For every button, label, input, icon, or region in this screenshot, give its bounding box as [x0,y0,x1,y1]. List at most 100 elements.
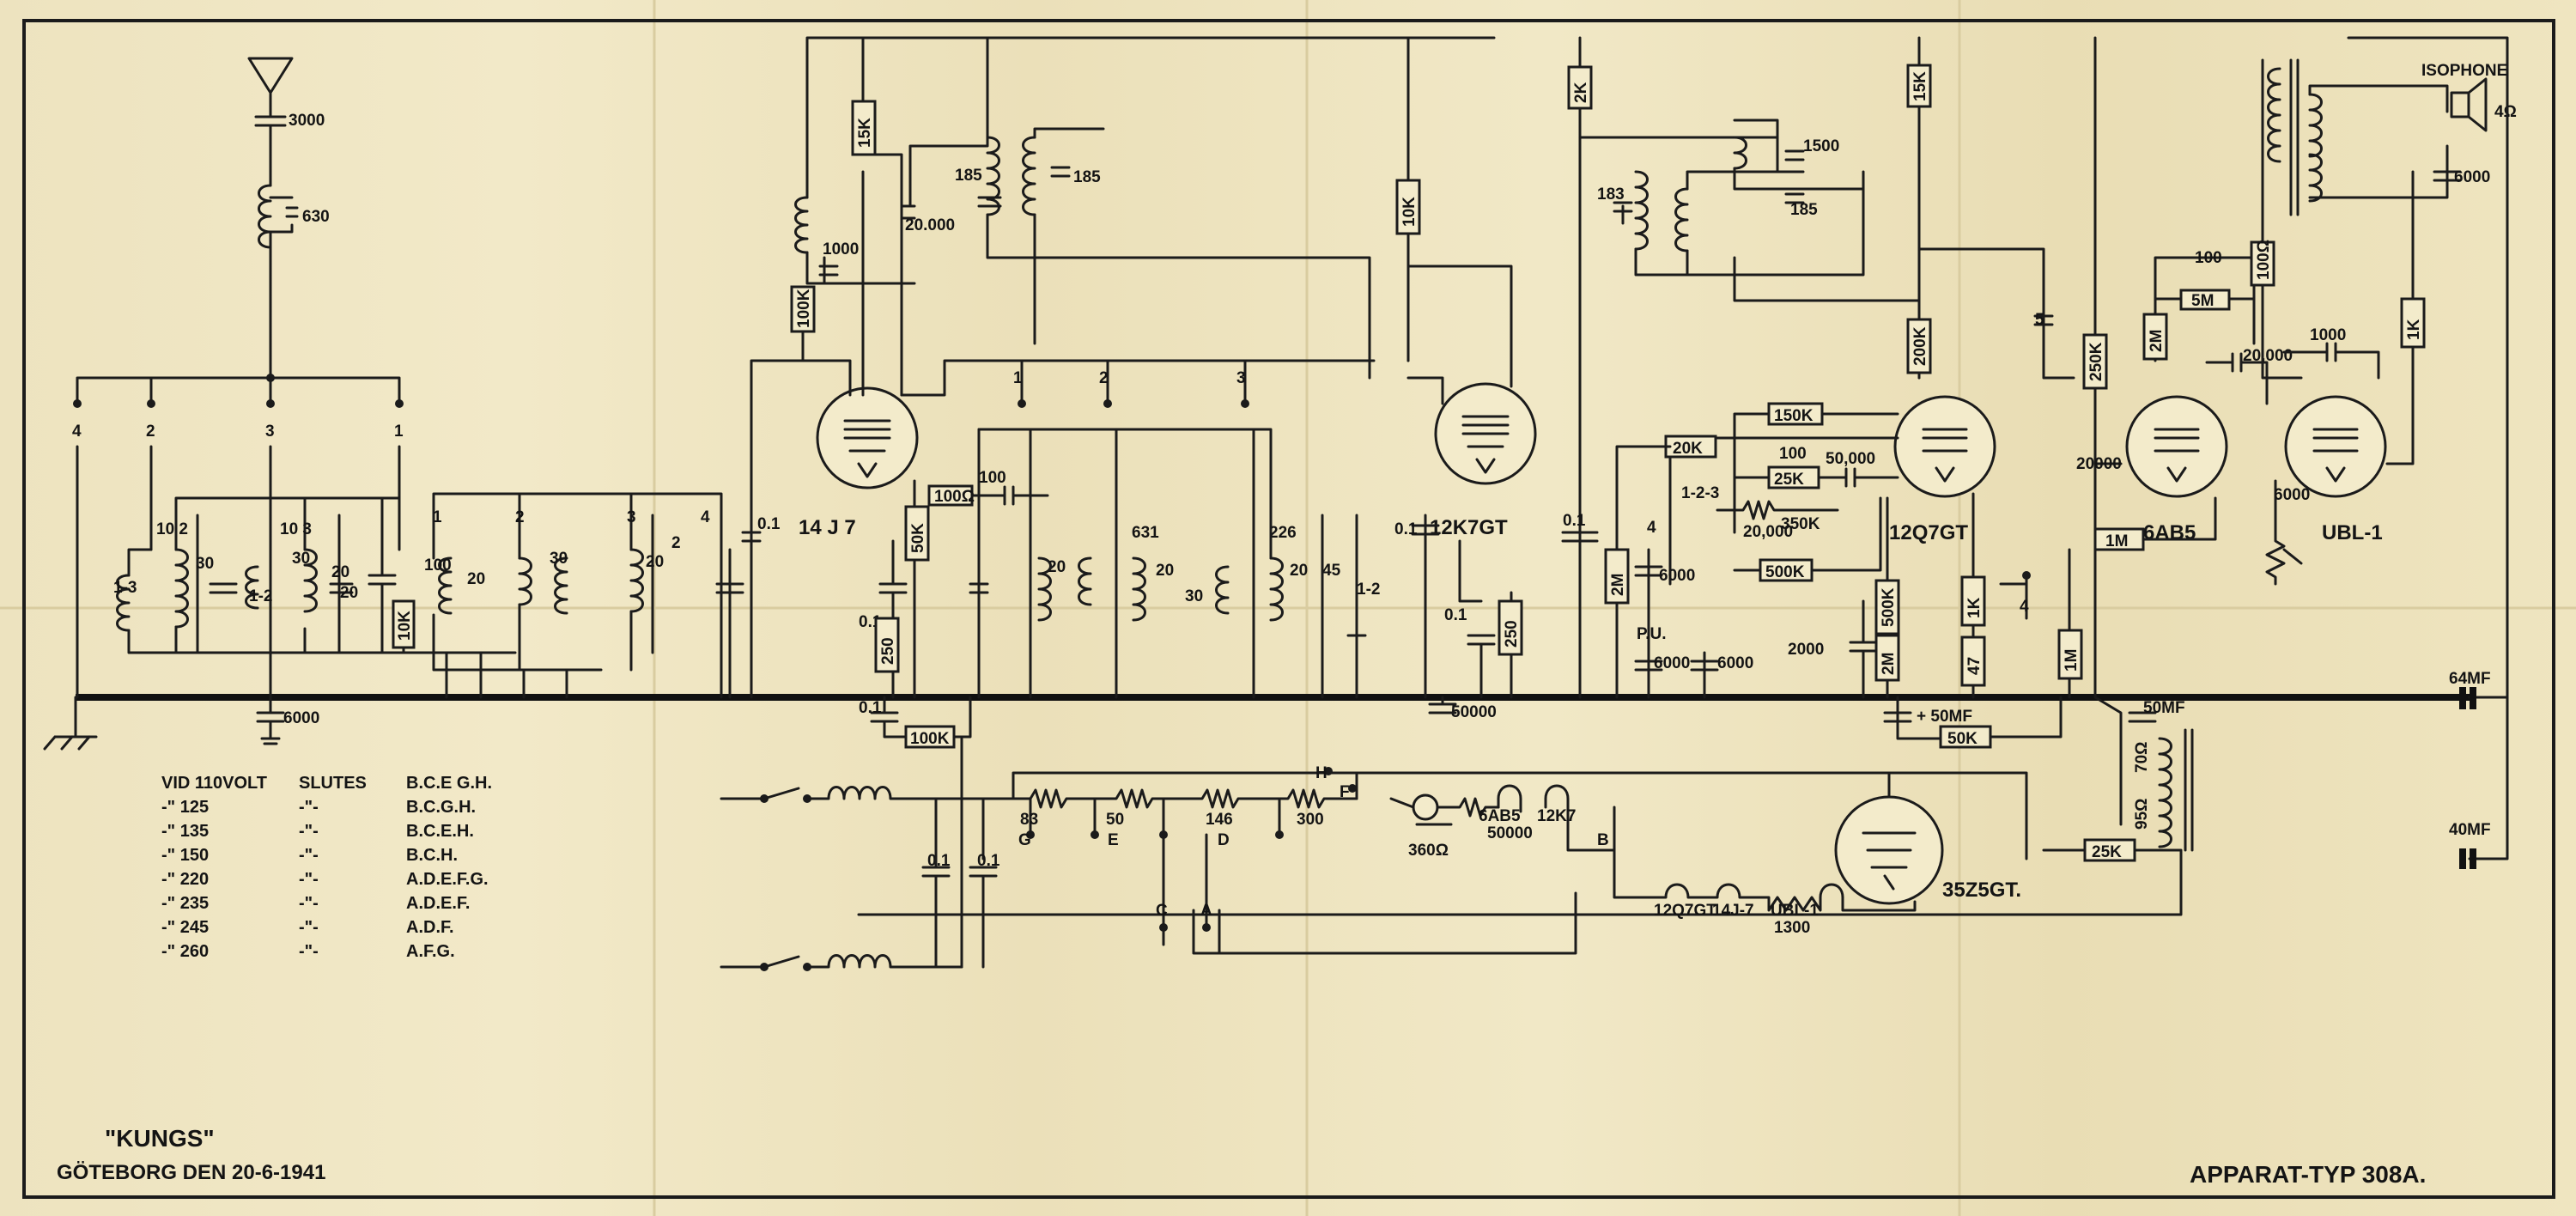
cap-1000-b-label: 1000 [2310,326,2346,344]
tap-F-label: F [1340,783,1350,801]
dropper-300-label: 300 [1297,811,1324,829]
tap-B-label: B [1597,831,1609,849]
cap-6000-e-label: 6000 [2454,168,2490,186]
cap-20000-b-label: 20,000 [1743,523,1793,541]
mains-switch-bottom [720,954,963,969]
svg-text:25K: 25K [2092,843,2122,861]
mains-switch-top [720,786,963,800]
cap-185-a-label: 185 [955,167,982,185]
svg-text:2M: 2M [1880,653,1898,675]
svg-text:2K: 2K [1572,82,1590,103]
heater-1300-label: 1300 [1774,919,1810,937]
tube-6ab5 [2125,395,2228,498]
cap-50mf-b-label: 50MF [2143,699,2185,717]
tube-12q7gt [1893,395,1996,498]
resistor-15k-a [851,100,877,156]
filter-choke [2158,728,2194,852]
svg-text:1M: 1M [2063,649,2081,672]
svg-text:4: 4 [701,508,710,526]
svg-text:5M: 5M [2191,292,2214,310]
svg-text:2M: 2M [1609,574,1627,596]
cap-0.1-c-label: 0.1 [859,699,882,717]
frame [22,19,2555,1199]
cap-1500-label: 1500 [1803,137,1839,155]
coil-45-label: 45 [1322,562,1341,580]
svg-text:2: 2 [515,508,525,526]
tube-12q7gt-label: 12Q7GT [1889,521,1968,544]
resistor-250-a [874,617,900,673]
svg-text:50K: 50K [1947,730,1978,748]
cap-185-b-label: 185 [1073,168,1101,186]
cap-64mf-label: 64MF [2449,670,2491,688]
heater-14j7-label: 14J-7 [1712,902,1754,920]
table-row: -" 150-"-B.C.H. [161,846,458,865]
heater-12k7-label: 12K7 [1537,807,1576,825]
cap-185-c-label: 185 [1790,201,1818,219]
svg-text:47: 47 [1965,657,1984,675]
dropper-83-label: 83 [1020,811,1038,829]
svg-text:500K: 500K [1880,587,1898,627]
tube-6ab5-label: 6AB5 [2143,521,2196,544]
svg-text:1M: 1M [2105,532,2128,550]
dropper-50-label: 50 [1106,811,1124,829]
dropper-146-label: 146 [1206,811,1233,829]
cap-183-label: 183 [1597,185,1625,204]
if-transformer-1 [977,127,1371,380]
output-transformer [2267,58,2462,216]
svg-text:3: 3 [1236,369,1246,387]
antenna-coil-icon [258,184,272,249]
svg-text:100K: 100K [910,730,950,748]
cap-20000-c-label: 20,000 [2243,347,2293,365]
cap-6000-f-label: 6000 [2274,486,2310,504]
svg-text:1: 1 [433,508,442,526]
table-header-taps: B.C.E G.H. [406,774,493,793]
pilot-lamp-icon [1412,793,1439,821]
table-row: -" 245-"-A.D.F. [161,918,454,937]
switch-2-label: 2 [146,423,155,441]
svg-text:1K: 1K [2405,319,2423,340]
switch-1-label: 1 [394,423,404,441]
cap-100-a-label: 100 [979,469,1006,487]
heater-12q7gt-label: 12Q7GT [1654,902,1716,920]
choke-95-label: 95Ω [2133,799,2151,830]
coil-226-label: 226 [1269,524,1297,542]
coil-10-2-label: 10 2 [156,520,188,538]
coil-30-d-label: 30 [1185,587,1203,605]
choke-70-label: 70Ω [2133,742,2151,773]
resistor-250-b [1498,599,1523,656]
coil-1-3-label: 1-3 [113,579,137,597]
antenna-icon [247,57,294,119]
cap-6000-d-label: 6000 [1717,654,1753,672]
resistor-250k [2082,333,2108,390]
svg-text:150K: 150K [1774,407,1814,425]
cap-50mf-a-label: + 50MF [1917,708,1972,726]
tube-12k7gt-label: 12K7GT [1430,516,1508,539]
pot-350k-label: 350K [1781,515,1820,533]
coil-30-c-label: 30 [550,550,568,568]
tap-C-label: C [1156,902,1168,920]
cap-2000-label: 2000 [1788,641,1824,659]
voltage-tap-table: VID 110VOLT SLUTES B.C.E G.H. -" 125-"-B… [161,771,544,964]
svg-text:250: 250 [1503,620,1521,648]
coil-2-label: 2 [671,534,681,552]
tap-A-label: A [1200,902,1212,920]
svg-text:1: 1 [1013,369,1023,387]
cap-50000-c-label: 50000 [1487,824,1533,842]
tube-ubl1-label: UBL-1 [2322,521,2383,544]
svg-text:3: 3 [627,508,636,526]
coil-20-d-label: 20 [646,553,664,571]
resistor-2m-b [1874,634,1900,682]
cap-40mf-label: 40MF [2449,821,2491,839]
svg-text:50K: 50K [909,523,927,553]
table-row: -" 235-"-A.D.E.F. [161,894,471,913]
svg-text:250K: 250K [2087,342,2105,381]
cap-0.1-i-label: 0.1 [977,852,1000,870]
table-row: -" 220-"-A.D.E.F.G. [161,870,489,889]
tap-E-label: E [1108,831,1119,849]
cap-20000-d-label: 20000 [2076,455,2122,473]
table-row: -" 260-"-A.F.G. [161,942,455,961]
switch-1-2-3-label: 1-2-3 [1681,484,1719,502]
coil-20-f-label: 20 [1156,562,1174,580]
